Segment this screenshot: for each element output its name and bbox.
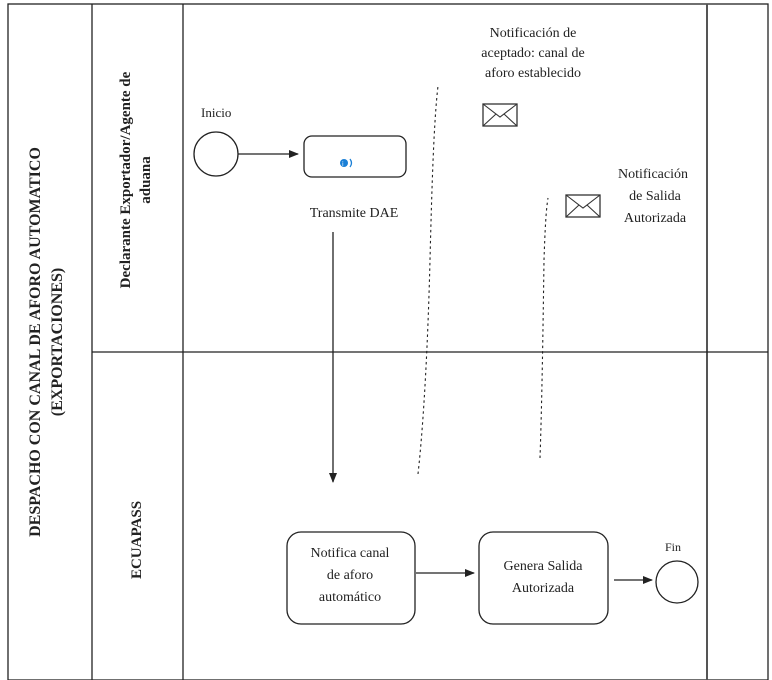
envelope-icon — [482, 103, 518, 127]
message-salida-line3: Autorizada — [624, 211, 687, 226]
task-genera-line2: Autorizada — [512, 581, 575, 596]
task-genera-salida — [478, 531, 609, 625]
message-aceptado-line2: aceptado: canal de — [481, 46, 584, 61]
end-event-label: Fin — [665, 540, 681, 554]
envelope-icon — [565, 194, 601, 218]
end-event — [655, 560, 699, 604]
start-event — [193, 131, 239, 177]
message-salida-line2: de Salida — [629, 189, 681, 204]
message-aceptado-line3: aforo establecido — [485, 66, 581, 81]
start-event-label: Inicio — [201, 105, 231, 120]
lane-declarante-title-line1: Declarante Exportador/Agente de — [118, 71, 134, 288]
task-notifica-line1: Notifica canal — [311, 546, 390, 561]
svg-text:i: i — [342, 161, 344, 168]
task-notifica-line2: de aforo — [327, 568, 373, 583]
lane-ecuapass-title: ECUAPASS — [129, 501, 145, 579]
task-send-icon: i — [340, 158, 353, 168]
pool-border — [7, 3, 769, 680]
lane-declarante-title-line2: aduana — [138, 156, 154, 204]
task-notifica-line3: automático — [319, 590, 381, 605]
pool-title-line2: (EXPORTACIONES) — [49, 268, 66, 416]
task-genera-line1: Genera Salida — [504, 559, 584, 574]
message-aceptado-line1: Notificación de — [490, 26, 577, 41]
message-association-aceptado — [417, 85, 439, 475]
message-salida-line1: Notificación — [618, 167, 688, 182]
task-transmite-label: Transmite DAE — [310, 206, 399, 221]
task-transmite-dae — [303, 135, 407, 178]
pool-title-line1: DESPACHO CON CANAL DE AFORO AUTOMATICO — [27, 147, 44, 537]
task-notifica-canal — [286, 531, 416, 625]
message-association-salida — [539, 197, 549, 459]
